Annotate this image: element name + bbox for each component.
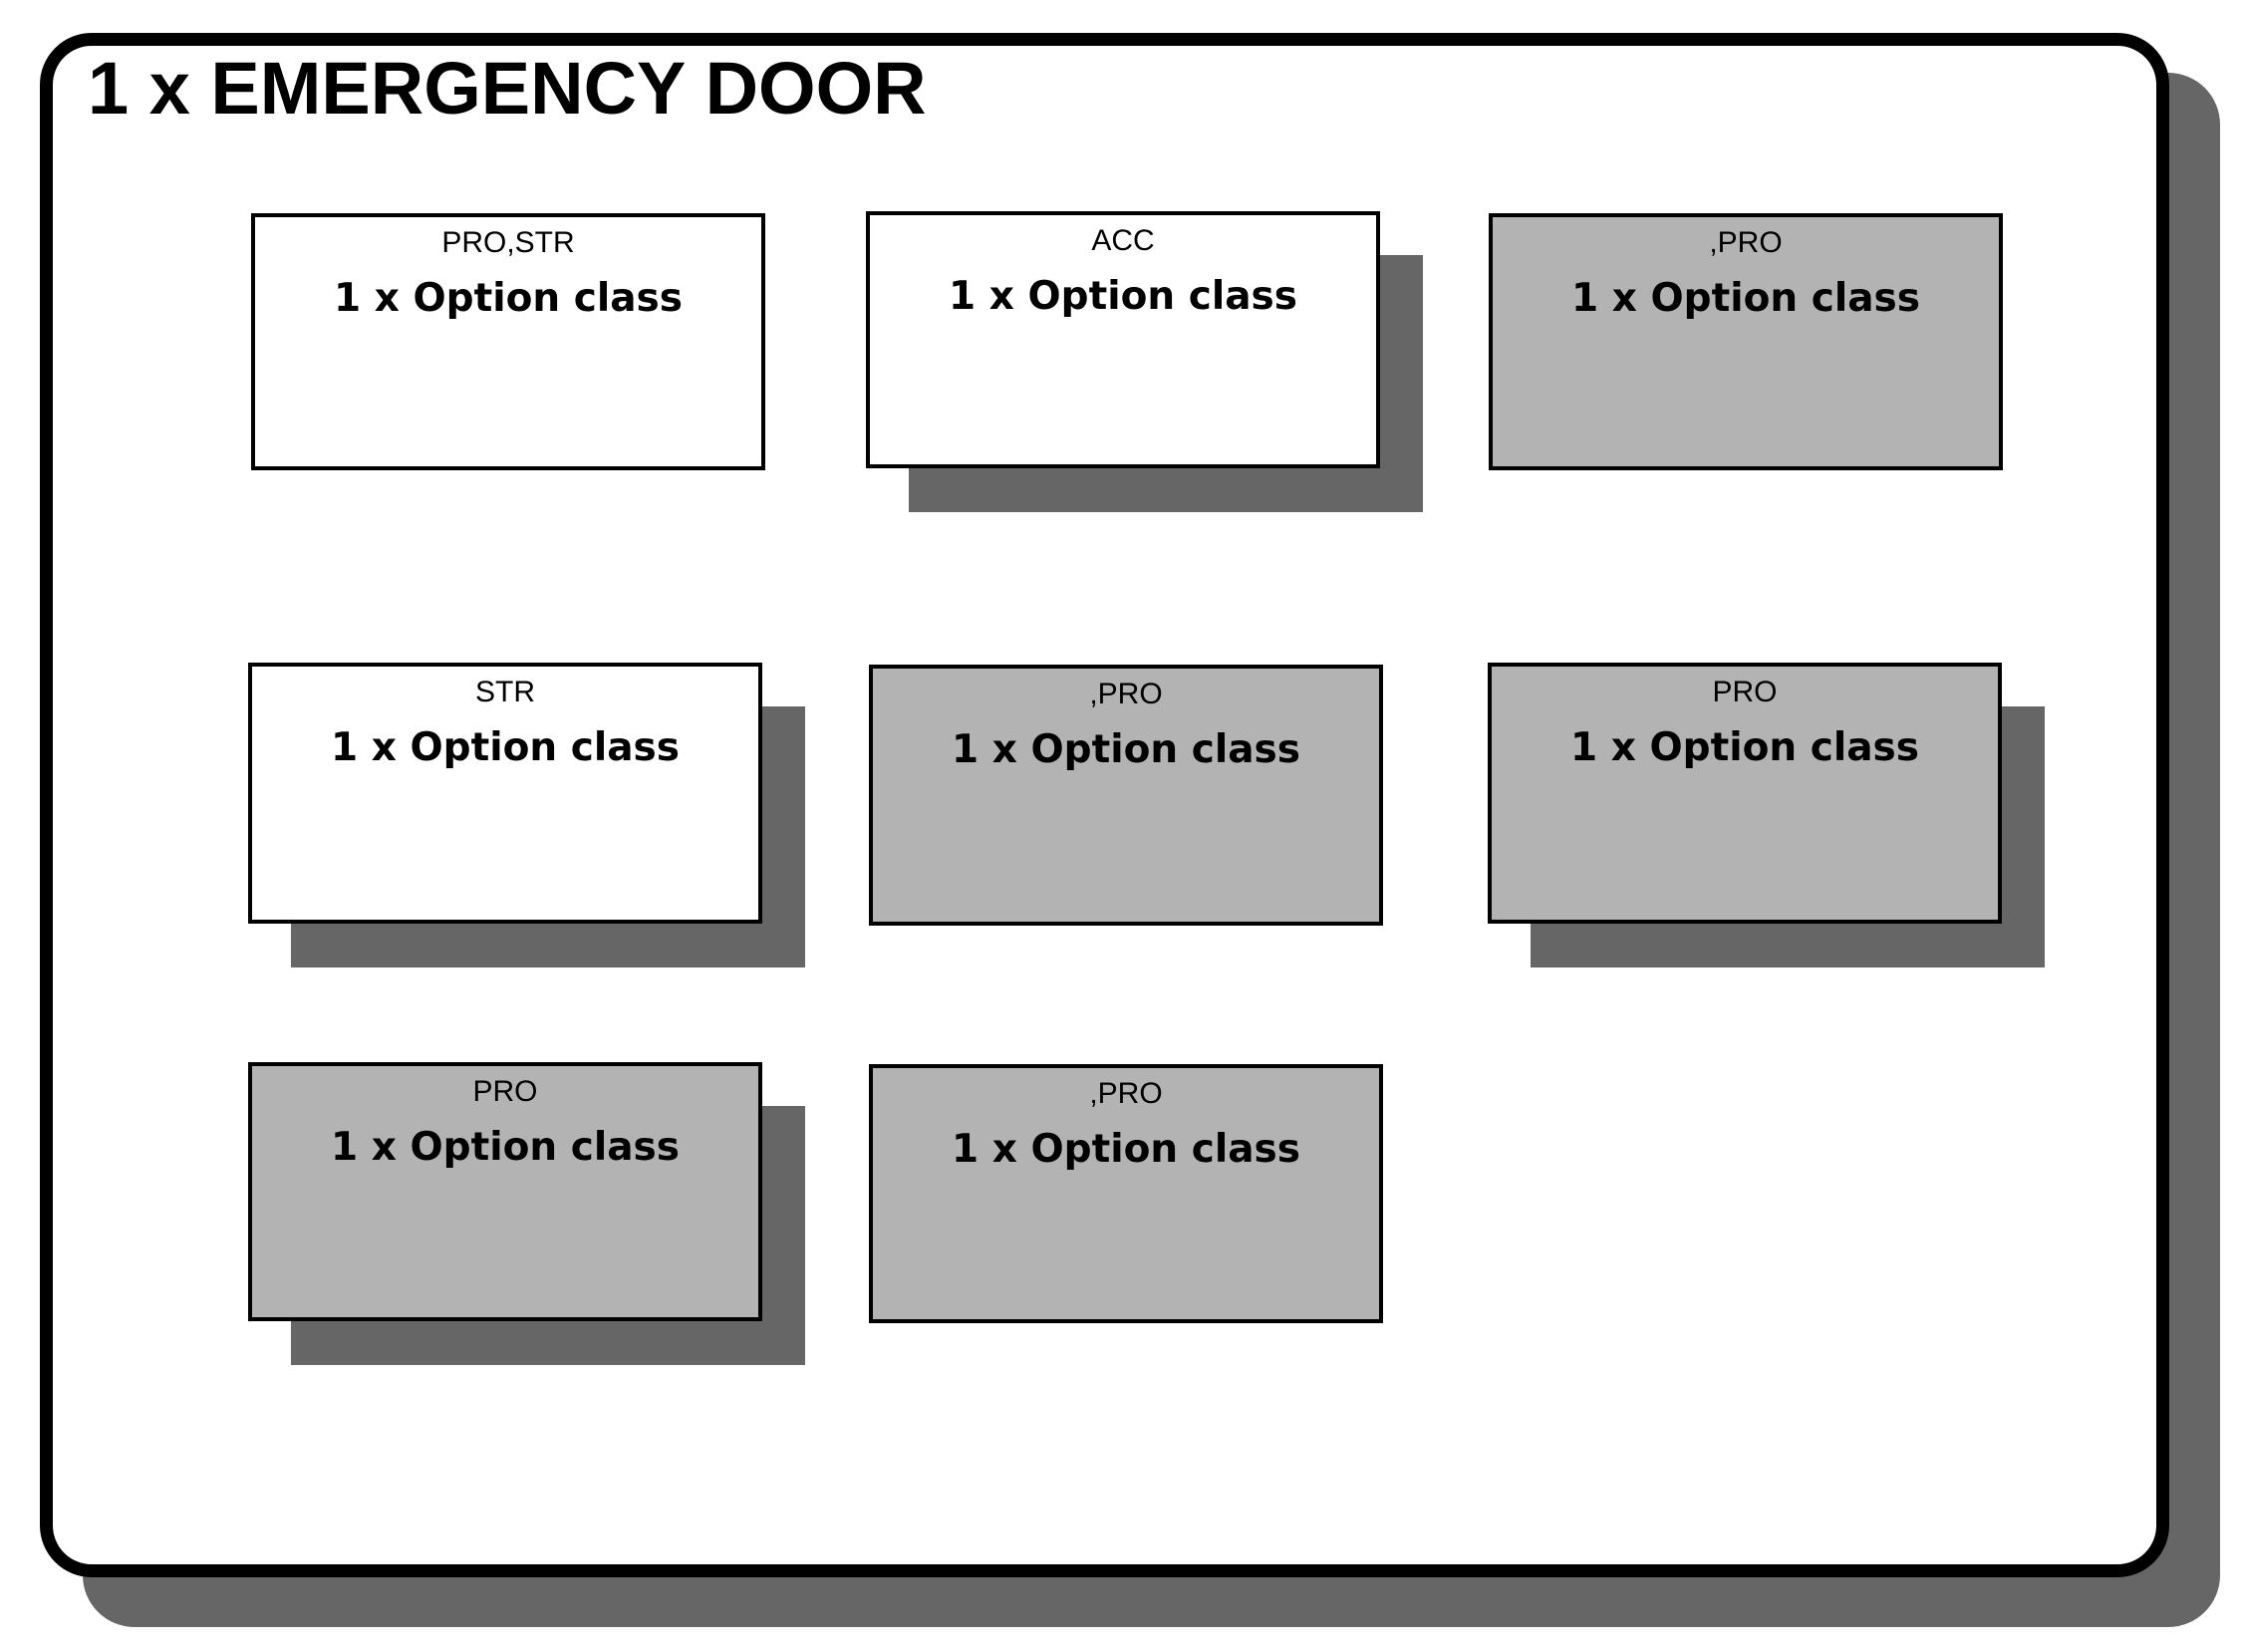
option-class-label: 1 x Option class [331, 1125, 680, 1170]
option-class-label: 1 x Option class [949, 274, 1297, 319]
option-class-tag: PRO [1712, 676, 1778, 708]
option-class-box: PRO 1 x Option class [1488, 663, 2002, 924]
option-class-box: PRO,STR 1 x Option class [251, 213, 765, 470]
option-class-label: 1 x Option class [952, 727, 1300, 772]
option-class-box: ,PRO 1 x Option class [869, 1064, 1383, 1323]
option-class-box: ,PRO 1 x Option class [1489, 213, 2003, 470]
option-class-label: 1 x Option class [1570, 725, 1919, 770]
option-class-label: 1 x Option class [952, 1127, 1300, 1172]
option-class-box: PRO 1 x Option class [248, 1062, 762, 1321]
option-class-box: STR 1 x Option class [248, 663, 762, 924]
option-class-label: 1 x Option class [334, 276, 683, 321]
option-class-tag: ,PRO [1089, 678, 1163, 710]
container-title: 1 x EMERGENCY DOOR [88, 47, 927, 130]
option-class-label: 1 x Option class [331, 725, 680, 770]
option-class-tag: STR [475, 676, 535, 708]
option-class-tag: ,PRO [1089, 1077, 1163, 1110]
option-class-box: ,PRO 1 x Option class [869, 665, 1383, 926]
option-class-tag: ,PRO [1709, 226, 1783, 259]
option-class-label: 1 x Option class [1571, 276, 1920, 321]
option-class-box: ACC 1 x Option class [866, 211, 1380, 468]
option-class-tag: ACC [1091, 224, 1155, 257]
option-class-tag: PRO [472, 1075, 538, 1108]
option-class-tag: PRO,STR [441, 226, 575, 259]
